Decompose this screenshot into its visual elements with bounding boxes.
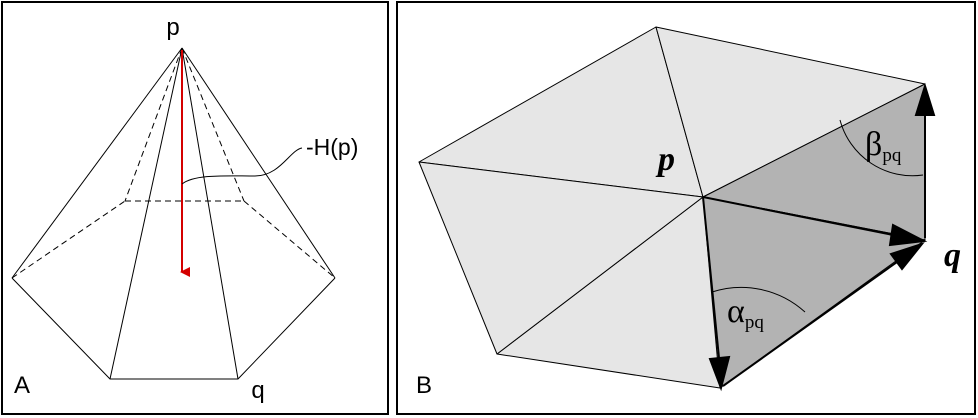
face-left [418,161,704,355]
edge-vectors [702,82,936,392]
triangle-fan [418,26,926,389]
beta-symbol: β [865,126,882,163]
vector-down-edge [702,196,720,359]
pyramid-visible-edges [11,47,336,380]
arrowhead-bottom-edge [889,242,925,271]
normal-label: -H(p) [306,134,358,160]
panel-b-label: B [416,372,432,399]
panel-b: p q βpq αpq B [396,1,976,415]
vertex-label-q: q [251,377,264,404]
alpha-subscript: pq [745,312,765,333]
normal-label-leader [181,147,303,185]
vector-bottom-edge [722,261,898,387]
alpha-symbol: α [727,293,745,330]
apex-label-p: p [166,14,179,41]
arrowhead-down-edge [708,355,731,392]
panel-a-frame [1,1,389,415]
arrowhead-p-to-q [888,223,928,247]
alpha-label: αpq [727,293,764,333]
panel-a: p -H(p) q A [1,1,389,415]
pyramid-hidden-edges [11,47,336,279]
arrowhead-right-edge [914,82,936,116]
beta-angle-arc [839,119,924,177]
center-label-p: p [655,141,675,178]
beta-subscript: pq [882,145,902,166]
vector-p-to-q [702,196,894,236]
panel-a-label: A [14,372,30,399]
alpha-angle-arc [711,286,806,313]
beta-label: βpq [865,126,902,166]
vertex-label-q: q [944,237,961,274]
